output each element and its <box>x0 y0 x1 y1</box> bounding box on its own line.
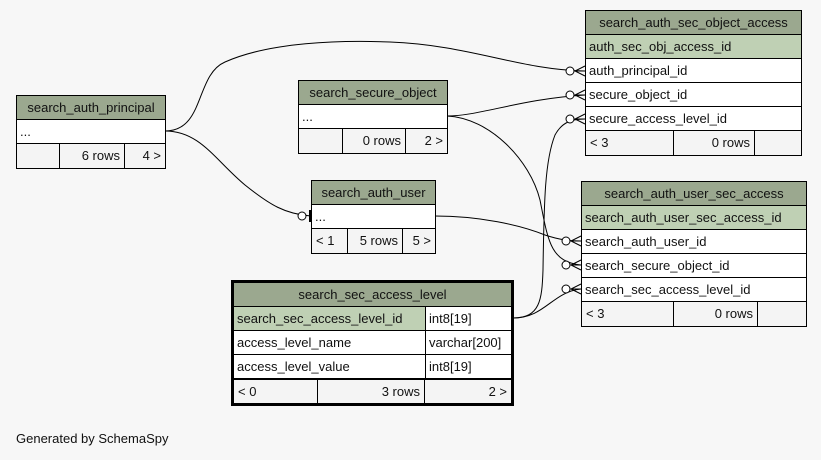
table-search-auth-user[interactable]: search_auth_user ... < 1 5 rows 5 > <box>311 180 436 254</box>
column-type: varchar[200] <box>425 331 511 354</box>
table-footer: < 3 0 rows <box>586 131 801 155</box>
relationship-auth-user-to-user-sec-access <box>434 215 582 242</box>
column-name: secure_access_level_id <box>589 111 728 126</box>
column-name: auth_sec_obj_access_id <box>589 39 732 54</box>
row-count: 0 rows <box>674 302 758 326</box>
column-row[interactable]: ... <box>312 205 435 229</box>
column-type: int8[19] <box>425 307 511 330</box>
child-count[interactable]: 5 > <box>412 233 431 248</box>
generated-by-label: Generated by SchemaSpy <box>16 431 169 446</box>
one-marker-auth-user <box>297 210 311 222</box>
column-name: secure_object_id <box>589 87 688 102</box>
table-search-auth-principal[interactable]: search_auth_principal ... 6 rows 4 > <box>16 95 166 169</box>
column-row[interactable]: secure_object_id <box>586 83 801 107</box>
relationship-access-level-to-object-access <box>512 118 586 319</box>
crow-foot-object-access-secure-object <box>565 89 586 101</box>
column-name: search_sec_access_level_id <box>237 311 403 326</box>
table-search-auth-user-sec-access[interactable]: search_auth_user_sec_access search_auth_… <box>581 181 807 327</box>
column-row[interactable]: ... <box>17 120 165 144</box>
column-name: search_auth_user_sec_access_id <box>585 210 782 225</box>
crow-foot-object-access-principal <box>565 65 586 77</box>
parent-count[interactable]: < 3 <box>582 302 674 326</box>
table-title[interactable]: search_auth_sec_object_access <box>586 11 801 35</box>
parent-count[interactable] <box>299 129 343 153</box>
child-count[interactable] <box>755 131 801 155</box>
relationship-access-level-to-user-sec-access <box>512 288 582 319</box>
relationship-secure-object-to-user-sec-access <box>446 115 582 266</box>
column-name: ... <box>302 109 313 124</box>
column-type: int8[19] <box>425 355 511 378</box>
table-title[interactable]: search_secure_object <box>299 81 447 105</box>
column-row[interactable]: ... <box>299 105 447 129</box>
parent-count[interactable]: < 0 <box>234 380 318 403</box>
row-count: 3 rows <box>318 380 425 403</box>
crow-foot-user-sec-access-level <box>561 283 582 295</box>
column-name: ... <box>20 124 31 139</box>
child-count[interactable]: 4 > <box>142 148 161 163</box>
table-title[interactable]: search_auth_user <box>312 181 435 205</box>
column-row[interactable]: access_level_name varchar[200] <box>234 331 511 355</box>
column-row[interactable]: auth_sec_obj_access_id <box>586 35 801 59</box>
child-count[interactable]: 2 > <box>424 133 443 148</box>
relationship-principal-to-auth-user <box>164 130 312 217</box>
column-row[interactable]: secure_access_level_id <box>586 107 801 131</box>
table-title[interactable]: search_sec_access_level <box>234 283 511 307</box>
column-name: search_sec_access_level_id <box>585 282 751 297</box>
table-search-sec-access-level[interactable]: search_sec_access_level search_sec_acces… <box>231 280 514 406</box>
relationship-secure-object-to-object-access <box>446 94 586 117</box>
table-search-secure-object[interactable]: search_secure_object ... 0 rows 2 > <box>298 80 448 154</box>
parent-count[interactable]: < 3 <box>586 131 674 155</box>
column-name: ... <box>315 209 326 224</box>
column-row[interactable]: search_sec_access_level_id <box>582 278 806 302</box>
column-row[interactable]: search_auth_user_sec_access_id <box>582 206 806 230</box>
row-count: 0 rows <box>674 131 755 155</box>
column-name: search_auth_user_id <box>585 234 707 249</box>
column-row[interactable]: search_sec_access_level_id int8[19] <box>234 307 511 331</box>
crow-foot-object-access-level <box>565 113 586 125</box>
table-footer: 6 rows 4 > <box>17 144 165 168</box>
column-name: access_level_name <box>237 335 352 350</box>
table-search-auth-sec-object-access[interactable]: search_auth_sec_object_access auth_sec_o… <box>585 10 802 156</box>
row-count: 0 rows <box>343 129 406 153</box>
crow-foot-user-sec-access-user <box>561 235 582 247</box>
column-row[interactable]: access_level_value int8[19] <box>234 355 511 379</box>
table-title[interactable]: search_auth_user_sec_access <box>582 182 806 206</box>
column-name: search_secure_object_id <box>585 258 730 273</box>
column-row[interactable]: auth_principal_id <box>586 59 801 83</box>
column-name: auth_principal_id <box>589 63 688 78</box>
parent-count[interactable]: < 1 <box>312 229 348 253</box>
table-footer: 0 rows 2 > <box>299 129 447 153</box>
row-count: 5 rows <box>348 229 403 253</box>
column-row[interactable]: search_auth_user_id <box>582 230 806 254</box>
crow-foot-user-sec-access-object <box>561 259 582 271</box>
row-count: 6 rows <box>60 144 125 168</box>
column-row[interactable]: search_secure_object_id <box>582 254 806 278</box>
parent-count[interactable] <box>17 144 60 168</box>
child-count[interactable]: 2 > <box>488 384 507 399</box>
column-name: access_level_value <box>237 359 350 374</box>
child-count[interactable] <box>758 302 806 326</box>
table-footer: < 1 5 rows 5 > <box>312 229 435 253</box>
table-title[interactable]: search_auth_principal <box>17 96 165 120</box>
table-footer: < 0 3 rows 2 > <box>234 379 511 403</box>
table-footer: < 3 0 rows <box>582 302 806 326</box>
